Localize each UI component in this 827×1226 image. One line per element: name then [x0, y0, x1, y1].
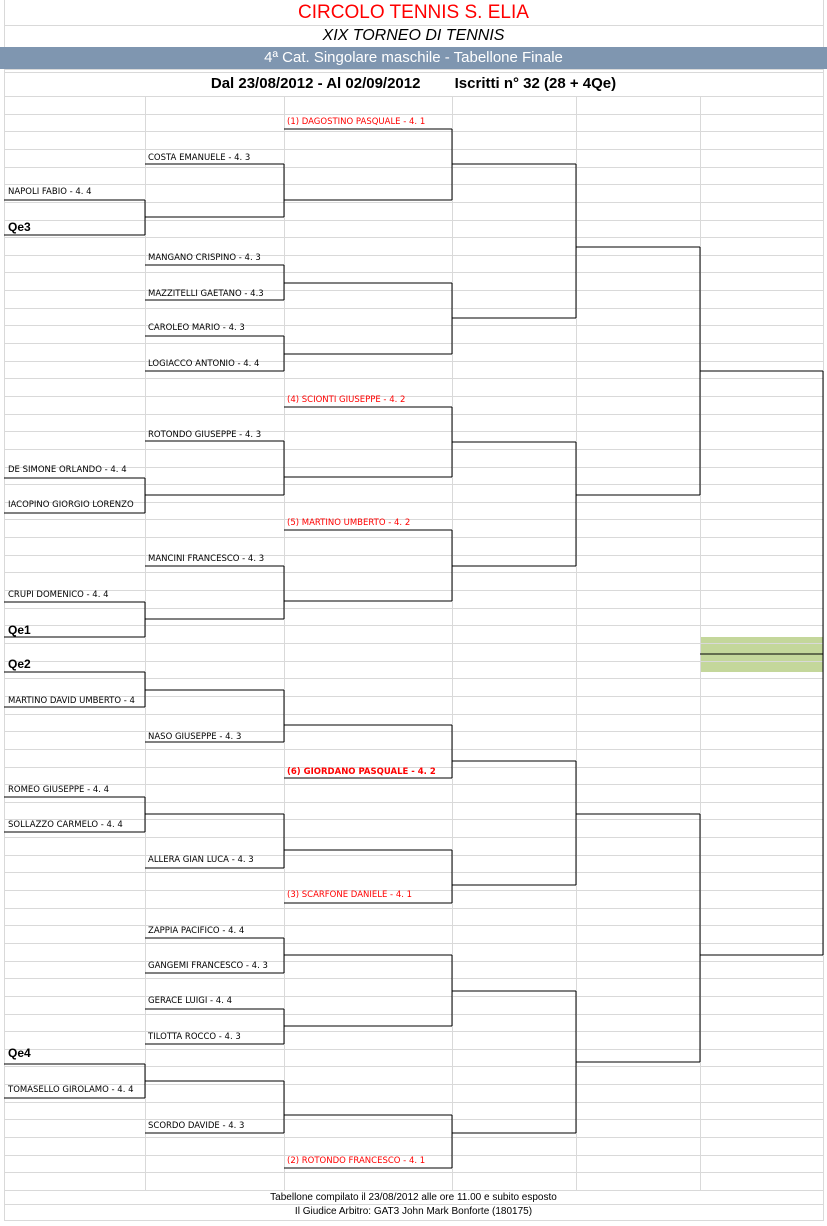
player-entry: NASO GIUSEPPE - 4. 3 — [148, 732, 242, 742]
seeded-player: (3) SCARFONE DANIELE - 4. 1 — [287, 890, 413, 900]
qualifier-label: Qe4 — [8, 1046, 31, 1060]
seeded-player: (1) DAGOSTINO PASQUALE - 4. 1 — [287, 117, 426, 127]
player-entry: GANGEMI FRANCESCO - 4. 3 — [148, 961, 268, 971]
tournament-title: XIX TORNEO DI TENNIS — [322, 27, 505, 44]
player-entry: LOGIACCO ANTONIO - 4. 4 — [148, 359, 260, 369]
seeded-player: (5) MARTINO UMBERTO - 4. 2 — [287, 518, 411, 528]
seeded-player: (4) SCIONTI GIUSEPPE - 4. 2 — [287, 395, 406, 405]
player-entry: MARTINO DAVID UMBERTO - 4 — [8, 696, 135, 706]
player-entry: COSTA EMANUELE - 4. 3 — [148, 153, 251, 163]
date-range-row: Dal 23/08/2012 - Al 02/09/2012 Iscritti … — [0, 72, 827, 96]
player-entry: GERACE LUIGI - 4. 4 — [148, 996, 233, 1006]
player-entry: CRUPI DOMENICO - 4. 4 — [8, 590, 109, 600]
player-entry: IACOPINO GIORGIO LORENZO — [8, 500, 134, 510]
player-entry: MANGANO CRISPINO - 4. 3 — [148, 253, 261, 263]
player-entry: TOMASELLO GIROLAMO - 4. 4 — [8, 1085, 134, 1095]
club-title: CIRCOLO TENNIS S. ELIA — [298, 2, 529, 23]
player-entry: DE SIMONE ORLANDO - 4. 4 — [8, 465, 127, 475]
player-entry: ROMEO GIUSEPPE - 4. 4 — [8, 785, 110, 795]
player-entry: NAPOLI FABIO - 4. 4 — [8, 187, 92, 197]
player-entry: CAROLEO MARIO - 4. 3 — [148, 323, 245, 333]
player-entry: TILOTTA ROCCO - 4. 3 — [148, 1032, 241, 1042]
qualifier-label: Qe3 — [8, 220, 31, 234]
qualifier-label: Qe2 — [8, 657, 31, 671]
player-entry: MAZZITELLI GAETANO - 4.3 — [148, 289, 264, 299]
date-range: Dal 23/08/2012 - Al 02/09/2012 — [210, 75, 421, 92]
seeded-player: (6) GIORDANO PASQUALE - 4. 2 — [287, 767, 436, 777]
footer-compiled-note: Tabellone compilato il 23/08/2012 alle o… — [270, 1192, 557, 1203]
player-entry: MANCINI FRANCESCO - 4. 3 — [148, 554, 265, 564]
category-banner: 4ª Cat. Singolare maschile - Tabellone F… — [0, 47, 827, 69]
player-entry: ALLERA GIAN LUCA - 4. 3 — [148, 855, 254, 865]
footer-referee: Il Giudice Arbitro: GAT3 John Mark Bonfo… — [294, 1206, 533, 1217]
player-entry: SOLLAZZO CARMELO - 4. 4 — [8, 820, 123, 830]
qualifier-label: Qe1 — [8, 623, 31, 637]
seeded-player: (2) ROTONDO FRANCESCO - 4. 1 — [287, 1156, 426, 1166]
player-entry: ROTONDO GIUSEPPE - 4. 3 — [148, 430, 262, 440]
entries-count: Iscritti n° 32 (28 + 4Qe) — [454, 75, 617, 92]
player-entry: SCORDO DAVIDE - 4. 3 — [148, 1121, 245, 1131]
player-entry: ZAPPIA PACIFICO - 4. 4 — [148, 926, 245, 936]
